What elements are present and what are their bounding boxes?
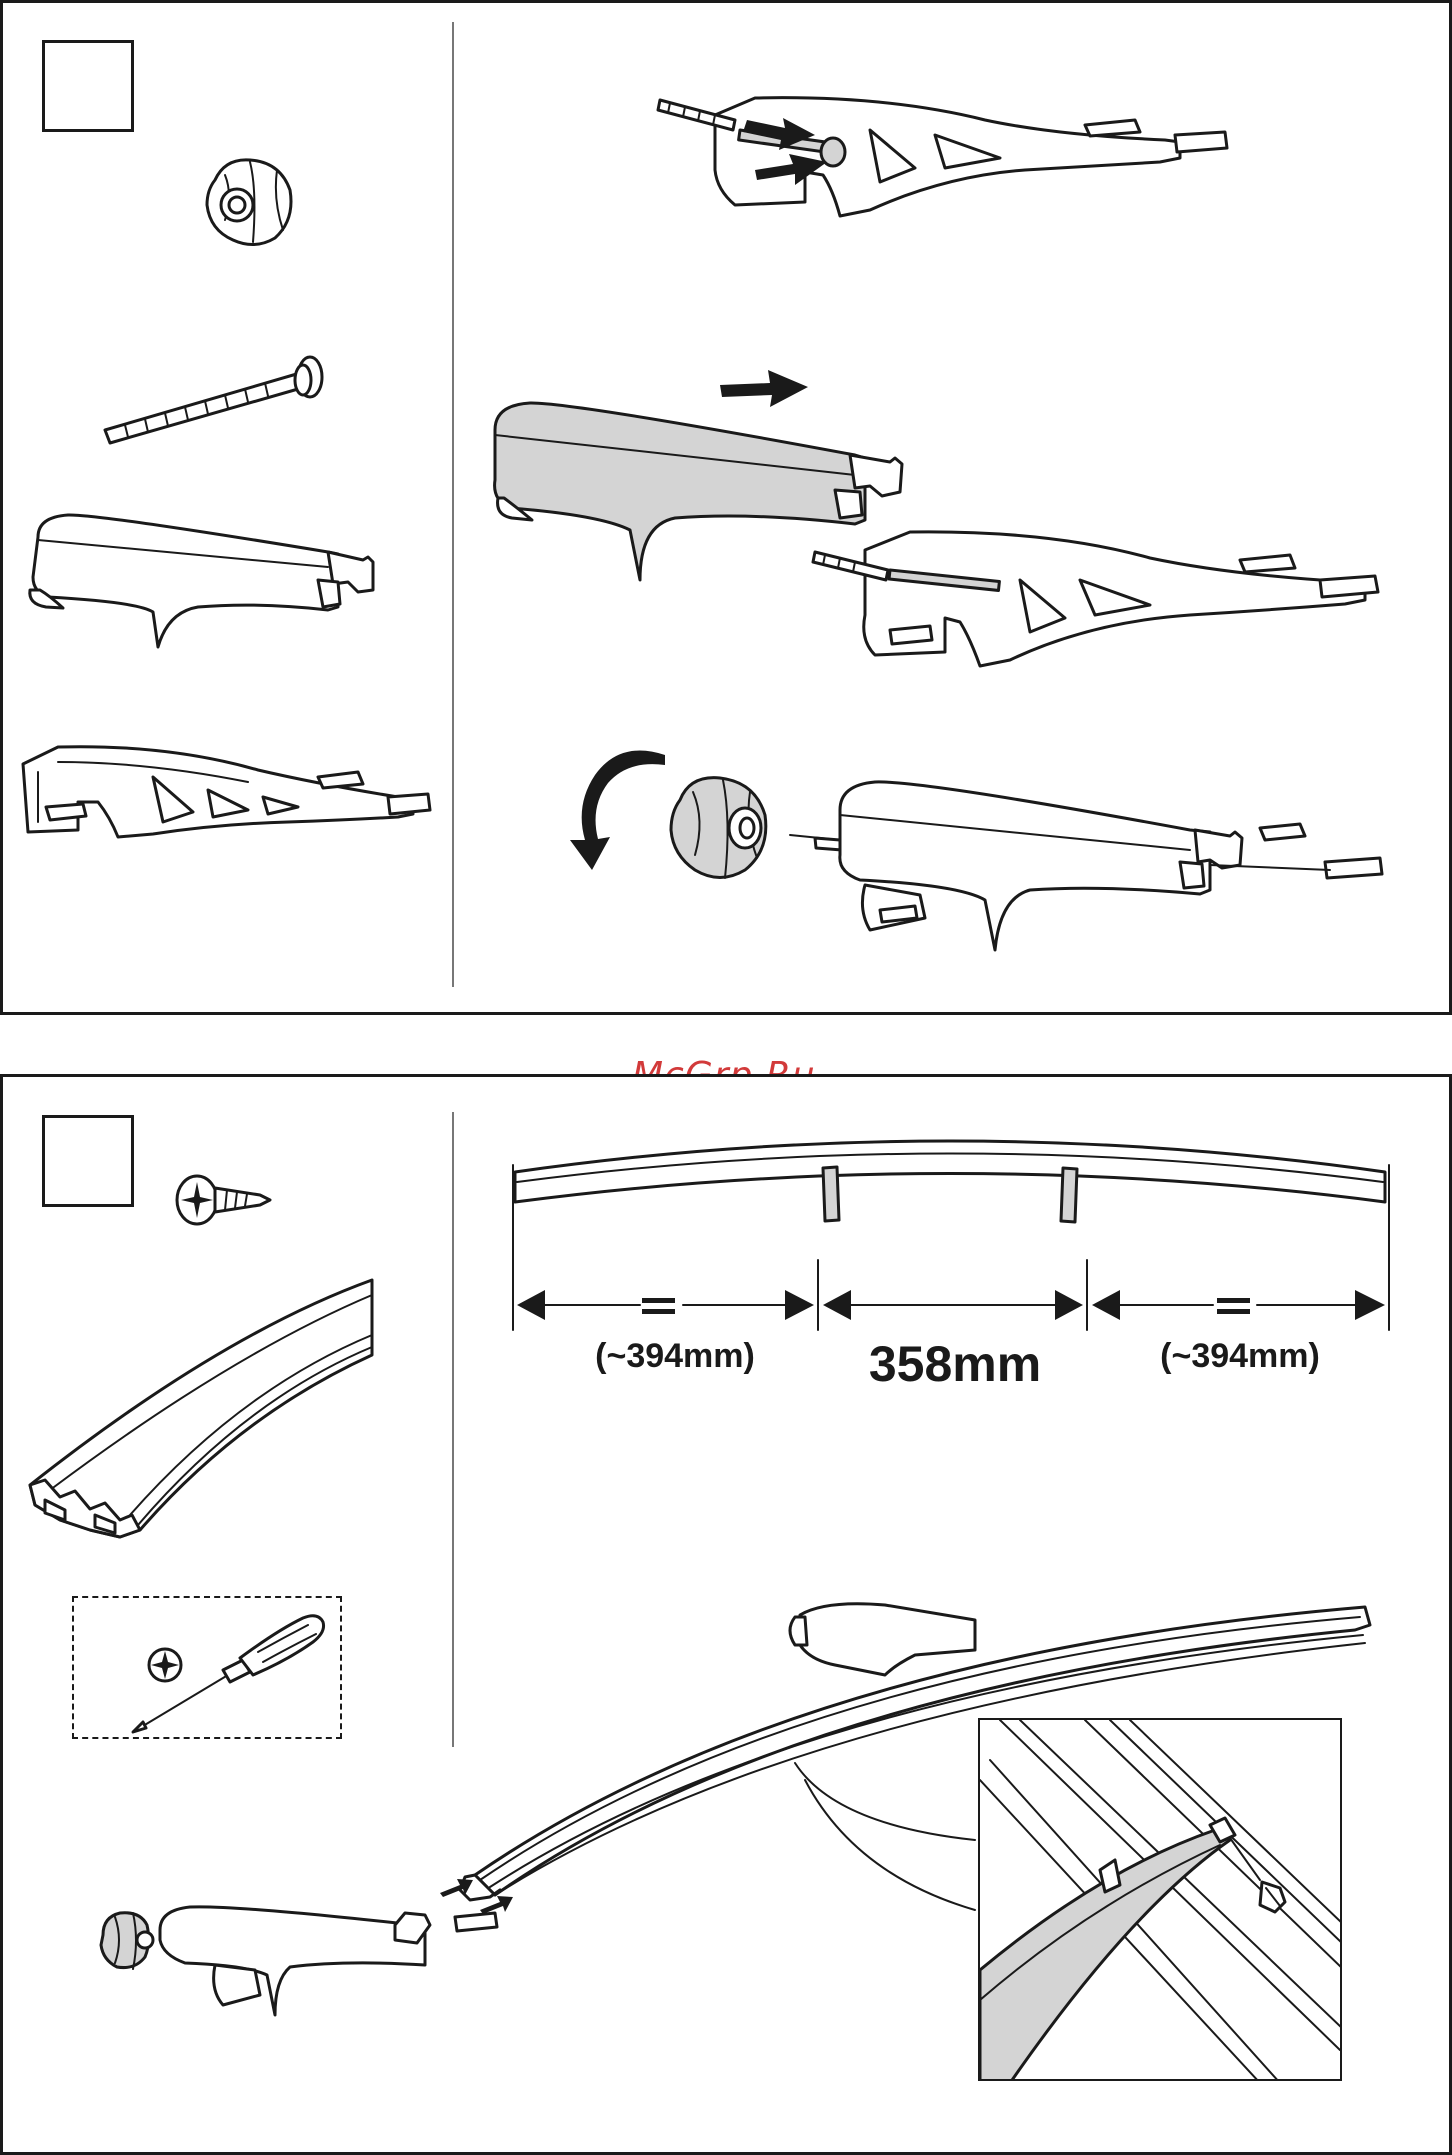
measurement-left: (~394mm) xyxy=(560,1337,790,1376)
knob-icon-assembly xyxy=(665,770,775,890)
step-1-number-box xyxy=(42,40,134,132)
detail-inset-drawing xyxy=(980,1720,1342,2081)
bracket-bolt-insert xyxy=(655,90,1235,230)
rail-profile xyxy=(20,1275,380,1545)
cover-part xyxy=(28,512,398,652)
cover-slide-assembly xyxy=(490,400,1390,680)
step-2-number-box xyxy=(42,1115,134,1207)
phillips-screw-icon xyxy=(175,1170,275,1230)
dimension-lines xyxy=(505,1160,1395,1340)
bracket-part xyxy=(18,742,428,842)
step-1-divider xyxy=(452,22,454,987)
measurement-center: 358mm xyxy=(840,1335,1070,1393)
detail-inset xyxy=(978,1718,1342,2081)
assembled-bracket xyxy=(770,770,1390,960)
knob-icon xyxy=(195,150,305,260)
measurement-right: (~394mm) xyxy=(1125,1337,1355,1376)
bolt-icon xyxy=(100,355,330,455)
